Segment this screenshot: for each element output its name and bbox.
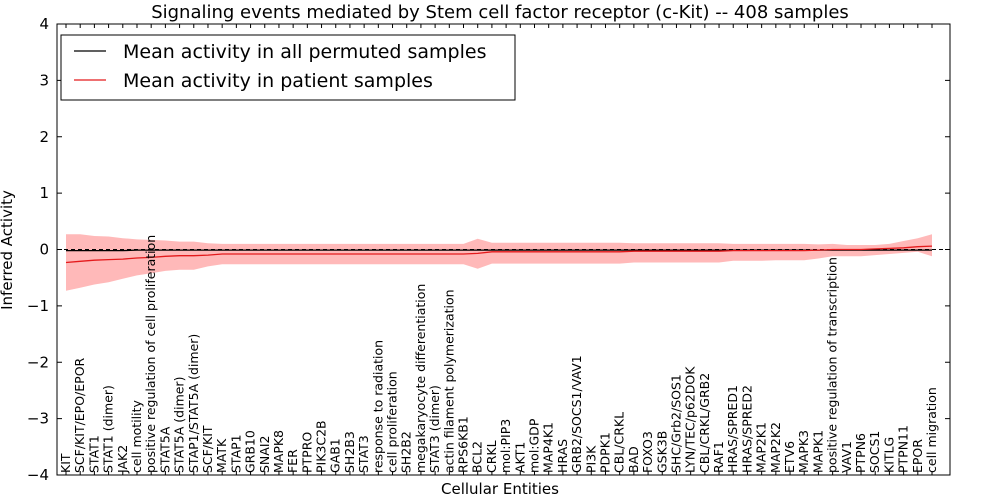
patient-activity-band — [66, 234, 932, 291]
y-axis-label: Inferred Activity — [0, 190, 16, 310]
x-tick-label: PTPN11 — [896, 425, 911, 473]
x-tick-label: SH2B2 — [399, 431, 414, 473]
x-tick-label: PTPRO — [299, 432, 314, 473]
x-tick-label: MAPK8 — [271, 430, 286, 473]
x-tick-label: GSK3B — [654, 431, 669, 473]
x-tick-label: MAPK1 — [810, 430, 825, 473]
y-tick-label: 4 — [39, 15, 49, 33]
x-tick-label: KITLG — [881, 437, 896, 473]
x-tick-label: SOCS1 — [867, 431, 882, 473]
y-tick-label: 0 — [39, 241, 49, 259]
x-tick-label: SHC/Grb2/SOS1 — [668, 374, 683, 473]
y-tick-label: 2 — [39, 128, 49, 146]
x-tick-label: positive regulation of cell proliferatio… — [143, 235, 158, 473]
y-tick-label: 1 — [39, 184, 49, 202]
y-tick-label: −4 — [27, 466, 49, 484]
x-tick-label: GRB2/SOCS1/VAV1 — [569, 355, 584, 473]
x-tick-label: STAT3 (dimer) — [427, 385, 442, 473]
x-tick-label: AKT1 — [512, 442, 527, 473]
x-tick-label: ETV6 — [782, 441, 797, 473]
x-tick-label: PDPK1 — [597, 432, 612, 473]
patient-mean-line — [65, 245, 933, 264]
x-tick-label: PI3K — [583, 445, 598, 473]
x-tick-label: cell migration — [924, 387, 939, 473]
x-tick-label: CBL/CRKL — [612, 412, 627, 473]
x-tick-label: EPOR — [910, 439, 925, 473]
x-tick-label: KIT — [58, 453, 73, 473]
x-tick-label: MAP4K1 — [541, 422, 556, 473]
legend-label-permuted: Mean activity in all permuted samples — [123, 41, 486, 63]
x-tick-label: response to radiation — [370, 340, 385, 473]
x-tick-label: mol:GDP — [526, 418, 541, 473]
x-tick-label: HRAS — [555, 439, 570, 473]
band-layer — [66, 234, 932, 291]
y-tick-label: −1 — [27, 297, 49, 315]
x-tick-label: SCF/KIT — [200, 425, 215, 473]
x-tick-label: CRKL — [484, 440, 499, 473]
x-tick-label: STAT5A (dimer) — [172, 377, 187, 473]
plot-frame — [56, 23, 951, 476]
x-tick-label: MATK — [214, 438, 229, 473]
x-tick-label: SCF/KIT/EPO/EPOR — [72, 357, 87, 473]
y-tick-layer: −4 −3 −2 −1 0 1 2 3 4 — [27, 15, 950, 484]
x-axis-label: Cellular Entities — [441, 480, 559, 498]
x-tick-label: GAB1 — [328, 438, 343, 473]
x-tick-label: HRAS/SPRED2 — [739, 385, 754, 473]
x-tick-label: MAP2K2 — [768, 422, 783, 473]
x-tick-label: STAT5A — [157, 426, 172, 473]
x-tick-label: FOXO3 — [640, 431, 655, 473]
x-tick-label: JAK2 — [115, 445, 130, 474]
x-tick-label: GRB10 — [243, 430, 258, 473]
legend-box — [60, 34, 516, 101]
x-tick-label: SH2B3 — [342, 431, 357, 473]
legend-label-patient: Mean activity in patient samples — [123, 70, 433, 92]
series-layer — [65, 245, 933, 264]
x-tick-label: HRAS/SPRED1 — [725, 385, 740, 473]
x-tick-label: STAT3 — [356, 435, 371, 473]
x-tick-label: PTPN6 — [853, 433, 868, 473]
x-tick-label: LYN/TEC/p62DOK — [683, 366, 698, 473]
x-tick-label: STAP1 — [228, 434, 243, 473]
x-tick-label: STAT1 (dimer) — [101, 385, 116, 473]
x-tick-label: positive regulation of transcription — [825, 257, 840, 473]
y-tick-label: −3 — [27, 410, 49, 428]
y-tick-label: −2 — [27, 353, 49, 371]
x-tick-label: MAP2K1 — [754, 422, 769, 473]
x-tick-label: BAD — [626, 446, 641, 473]
x-tick-label: VAV1 — [839, 441, 854, 473]
x-tick-label: cell proliferation — [385, 371, 400, 473]
x-tick-label: SNAI2 — [257, 436, 272, 473]
y-tick-label: 3 — [39, 71, 49, 89]
x-tick-label: BCL2 — [470, 441, 485, 473]
x-tick-label: PIK3C2B — [314, 420, 329, 473]
x-tick-label: RAF1 — [711, 441, 726, 473]
x-tick-label: cell motility — [129, 399, 144, 473]
x-tick-label: STAP1/STAT5A (dimer) — [186, 334, 201, 473]
x-tick-label: MAPK3 — [796, 430, 811, 473]
x-tick-label: mol:PIP3 — [498, 419, 513, 473]
legend: Mean activity in all permuted samples Me… — [60, 34, 516, 101]
x-tick-label: megakaryocyte differentiation — [413, 284, 428, 473]
x-tick-label: STAT1 — [86, 435, 101, 473]
x-tick-label: CBL/CRKL/GRB2 — [697, 373, 712, 473]
chart-title: Signaling events mediated by Stem cell f… — [151, 2, 849, 23]
x-tick-label: actin filament polymerization — [441, 289, 456, 473]
x-tick-label: RPS6KB1 — [456, 416, 471, 473]
x-tick-label: FER — [285, 449, 300, 473]
